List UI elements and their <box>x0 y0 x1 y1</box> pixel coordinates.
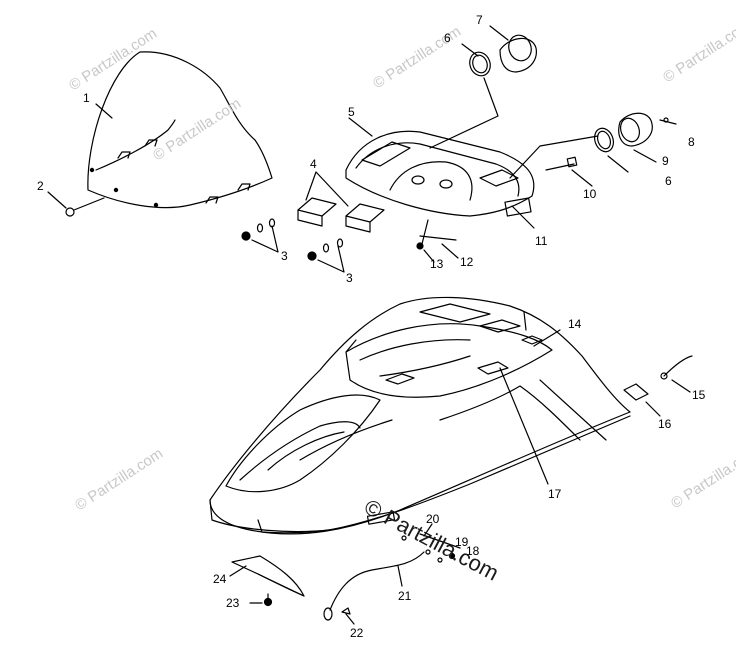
callout-18: 18 <box>466 544 480 558</box>
windshield-part <box>87 51 273 209</box>
callout-11: 11 <box>535 234 548 248</box>
cable-part <box>623 355 693 401</box>
leader-line <box>229 565 247 577</box>
gauge-part <box>429 34 537 149</box>
plate-part <box>231 555 305 607</box>
leader-line <box>348 117 373 137</box>
callout-20: 20 <box>426 512 440 526</box>
callout-4: 4 <box>310 157 317 171</box>
leader-line <box>345 613 355 625</box>
leader-line <box>441 243 459 259</box>
bolt-part <box>545 156 578 171</box>
callout-14: 14 <box>568 317 582 331</box>
leader-line <box>397 565 403 587</box>
callout-9: 9 <box>662 154 669 168</box>
callout-3: 3 <box>281 249 288 263</box>
callout-1: 1 <box>83 91 90 105</box>
leader-line <box>645 401 661 417</box>
leader-line <box>305 171 349 207</box>
leader-line <box>571 169 593 187</box>
cable-assembly-part <box>323 533 461 621</box>
callout-24: 24 <box>213 572 227 586</box>
leader-line <box>511 205 535 229</box>
windshield-screw-part <box>65 197 105 217</box>
callout-15: 15 <box>692 388 706 402</box>
leader-line <box>614 150 686 174</box>
leader-line <box>633 149 657 163</box>
leader-line <box>251 225 279 253</box>
fastener-part <box>416 219 457 250</box>
leader-line <box>423 249 435 263</box>
callout-13: 13 <box>430 257 444 271</box>
callout-8: 8 <box>688 135 695 149</box>
leader-line <box>607 155 629 173</box>
callout-5: 5 <box>348 105 355 119</box>
callout-16: 16 <box>658 417 672 431</box>
callout-2: 2 <box>37 179 44 193</box>
callout-6: 6 <box>665 174 672 188</box>
bracket-part <box>297 197 385 233</box>
callout-21: 21 <box>398 589 412 603</box>
leader-line <box>423 523 433 537</box>
gauge-part <box>509 112 677 179</box>
dash-housing-part <box>345 130 535 217</box>
leader-line <box>533 329 561 347</box>
callout-19: 19 <box>455 535 469 549</box>
leader-line <box>461 43 479 57</box>
nut-washer-part <box>241 218 344 261</box>
leader-line <box>317 245 345 273</box>
leader-line <box>489 25 509 41</box>
leader-line <box>671 379 691 393</box>
callout-12: 12 <box>460 255 474 269</box>
callout-23: 23 <box>226 596 240 610</box>
callout-3: 3 <box>346 271 353 285</box>
callout-22: 22 <box>350 626 364 640</box>
leader-line <box>47 191 67 209</box>
leader-line <box>499 367 549 485</box>
hood-part <box>209 296 631 535</box>
callout-17: 17 <box>548 487 562 501</box>
callout-10: 10 <box>583 187 597 201</box>
callout-7: 7 <box>476 13 483 27</box>
leader-line <box>95 103 113 119</box>
callout-6: 6 <box>444 31 451 45</box>
